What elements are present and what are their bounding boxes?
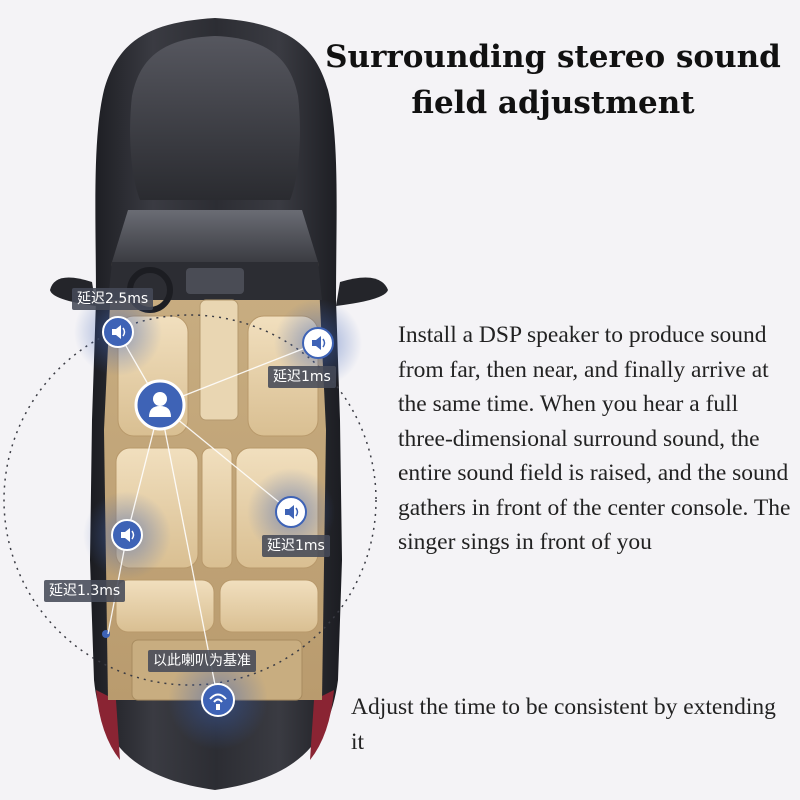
right-mirror [336, 277, 388, 306]
tail-light-left [96, 690, 120, 760]
delay-label-rear-right: 延迟1ms [262, 535, 330, 557]
delay-label-front-right: 延迟1ms [268, 366, 336, 388]
car-hood [130, 36, 300, 200]
speaker-icon [275, 496, 307, 528]
subwoofer-icon [201, 683, 235, 717]
sound-field-ring [3, 314, 377, 686]
middle-center-seat [201, 447, 233, 569]
speaker-icon [302, 327, 334, 359]
speaker-icon [111, 519, 143, 551]
tail-light-right [310, 690, 334, 760]
delay-label-front-left: 延迟2.5ms [72, 288, 154, 310]
reference-speaker-label: 以此喇叭为基准 [148, 650, 256, 672]
user-icon [134, 379, 186, 431]
description-text: Install a DSP speaker to produce sound f… [398, 322, 791, 555]
rear-left-seat [115, 579, 215, 633]
center-console [199, 299, 239, 421]
rear-right-seat [219, 579, 319, 633]
footer-note: Adjust the time to be consistent by exte… [351, 694, 776, 755]
delay-label-rear-left: 延迟1.3ms [44, 580, 126, 602]
windshield [112, 210, 318, 262]
center-screen [186, 268, 244, 294]
speaker-icon [102, 316, 134, 348]
page-title: Surrounding stereo sound field adjustmen… [325, 39, 781, 121]
